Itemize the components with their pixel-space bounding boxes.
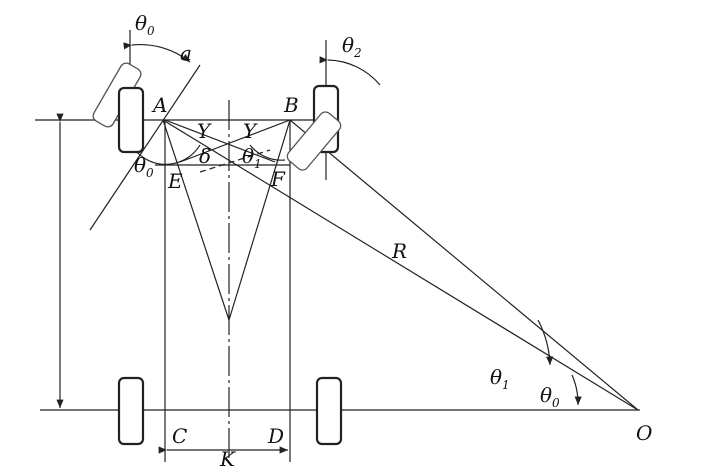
line-A-K (162, 119, 230, 321)
line-B-K (228, 119, 291, 321)
dashed-line (199, 149, 271, 173)
label-O: O (636, 421, 652, 445)
steered-right-wheel-ghost (286, 111, 342, 171)
angle-arc-theta0-O (571, 374, 582, 406)
label-theta0-top: θ0 (135, 11, 155, 38)
line-R (289, 119, 639, 411)
label-B: B (283, 93, 299, 117)
label-Y-left: Y (197, 119, 212, 143)
label-theta1-mid: θ1 (242, 144, 262, 171)
label-C: C (172, 424, 187, 448)
angle-arc-theta1 (249, 144, 286, 161)
tie-rod-right (179, 119, 291, 163)
wheels (92, 62, 343, 446)
label-Y-right: Y (243, 119, 258, 143)
label-A: A (151, 93, 167, 117)
label-D: D (267, 424, 284, 448)
labels: θ0 a θ2 A B Y Y δ θ1 θ0 E F R θ1 θ0 O C … (134, 11, 652, 471)
label-K: K (219, 447, 236, 471)
front-left-wheel (117, 86, 145, 154)
line-A-O (162, 119, 639, 411)
rear-right-wheel (315, 376, 343, 446)
label-theta2: θ2 (342, 33, 362, 60)
structure-lines (35, 30, 640, 462)
angle-arc-top (123, 42, 191, 63)
tie-rod-left (164, 119, 276, 163)
steered-wheel-axis (89, 64, 201, 231)
label-R: R (391, 239, 407, 263)
label-F: F (270, 167, 286, 191)
angle-arc-theta1-O (537, 319, 554, 366)
label-theta0-right: θ0 (540, 383, 560, 410)
label-E: E (167, 169, 183, 193)
rear-left-wheel (117, 376, 145, 446)
label-theta1-right: θ1 (490, 365, 510, 392)
label-theta0-left: θ0 (134, 153, 154, 180)
angle-arc-theta2 (319, 56, 381, 86)
angle-arc-theta0 (134, 144, 201, 165)
label-a: a (180, 41, 192, 65)
label-delta: δ (199, 144, 211, 168)
